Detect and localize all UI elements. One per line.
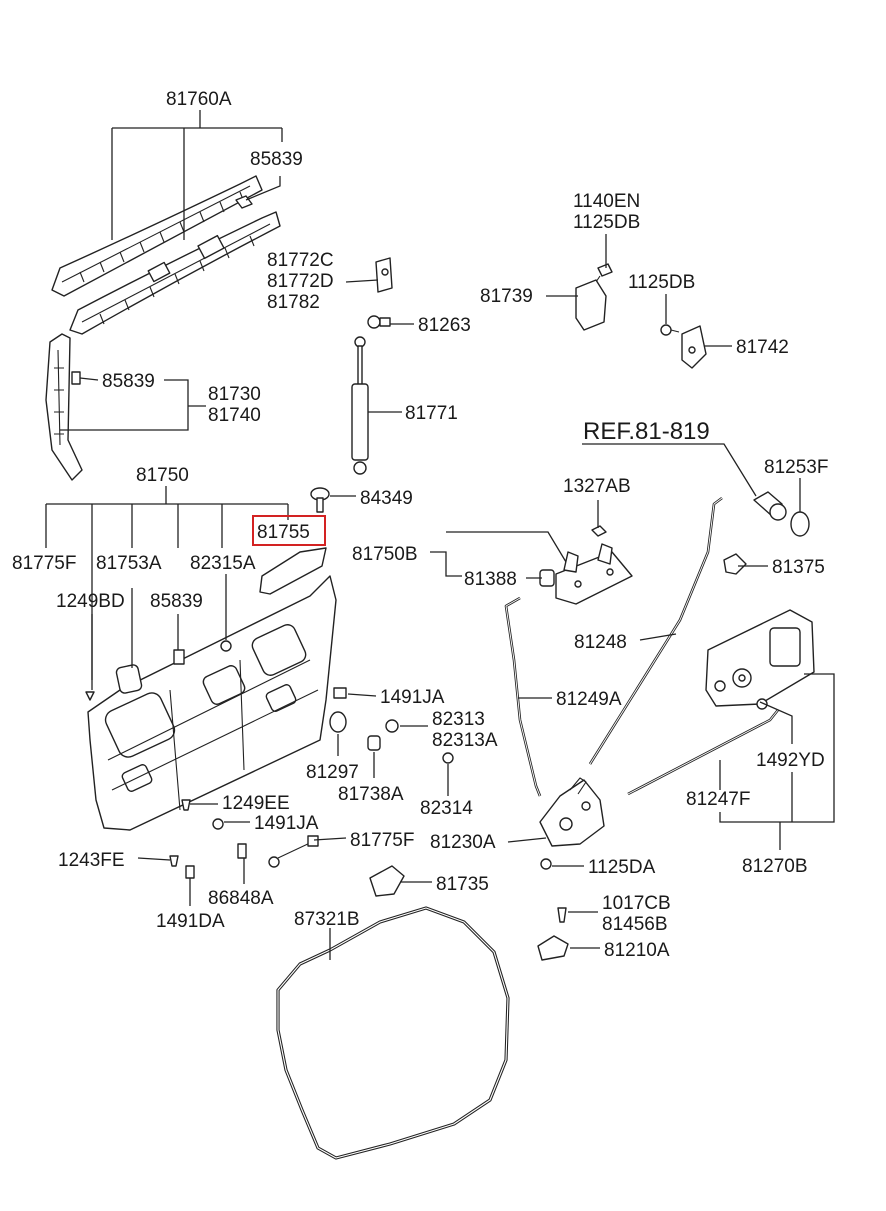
hinge-bracket-81772c xyxy=(375,257,393,293)
label-81738a: 81738A xyxy=(338,784,404,805)
hinge-plate-81739 xyxy=(575,279,607,331)
clip-81738a xyxy=(367,735,381,751)
label-1491ja-b: 1491JA xyxy=(254,813,319,834)
screw-82315a xyxy=(220,640,232,652)
leader-lines xyxy=(45,110,835,960)
label-81772c: 81772C xyxy=(267,250,334,271)
label-85839-mid: 85839 xyxy=(102,371,155,392)
screw-1249bd xyxy=(85,691,95,701)
label-1249ee: 1249EE xyxy=(222,793,290,814)
clip-86848a xyxy=(237,843,247,859)
label-81775f-b: 81775F xyxy=(350,830,414,851)
label-1125db-b: 1125DB xyxy=(628,272,695,293)
label-81753a: 81753A xyxy=(96,553,162,574)
label-1327ab: 1327AB xyxy=(563,476,631,497)
clip-85839-low xyxy=(173,649,185,665)
label-81249a: 81249A xyxy=(556,689,622,710)
knob-84349 xyxy=(310,487,330,513)
label-81253f: 81253F xyxy=(764,457,828,478)
label-85839-low: 85839 xyxy=(150,591,203,612)
screw-82313 xyxy=(385,719,399,733)
label-87321b: 87321B xyxy=(294,909,360,930)
upper-trim-strip-81760a xyxy=(51,175,281,335)
trim-panel-81750 xyxy=(87,575,337,831)
label-1249bd: 1249BD xyxy=(56,591,125,612)
label-81735: 81735 xyxy=(436,874,489,895)
ball-stud-81263 xyxy=(367,315,391,329)
label-81730: 81730 xyxy=(208,384,261,405)
label-81742: 81742 xyxy=(736,337,789,358)
bolt-1140en xyxy=(595,263,613,283)
label-81740: 81740 xyxy=(208,405,261,426)
bolt-1125da xyxy=(540,858,552,870)
bolt-1491ja-a xyxy=(333,687,347,699)
label-81456b: 81456B xyxy=(602,914,668,935)
label-81270b: 81270B xyxy=(742,856,808,877)
screw-1243fe xyxy=(169,855,179,867)
label-84349: 84349 xyxy=(360,488,413,509)
striker-81210a xyxy=(537,935,569,961)
label-1243fe: 1243FE xyxy=(58,850,125,871)
label-81739: 81739 xyxy=(480,286,533,307)
screw-1249ee xyxy=(181,799,191,811)
hinge-81742 xyxy=(681,325,707,369)
highlight-box-81755 xyxy=(252,515,326,546)
actuator-81270b xyxy=(705,609,815,710)
label-81771: 81771 xyxy=(405,403,458,424)
label-81297: 81297 xyxy=(306,762,359,783)
label-82313a: 82313A xyxy=(432,730,498,751)
clip-1491da xyxy=(185,865,195,879)
grommet-81297 xyxy=(329,711,347,733)
latch-bracket-81750b xyxy=(555,543,633,605)
label-81772d: 81772D xyxy=(267,271,334,292)
label-ref-81-819: REF.81-819 xyxy=(583,418,710,445)
label-81210a: 81210A xyxy=(604,940,670,961)
side-trim-81730 xyxy=(45,333,83,481)
label-82313: 82313 xyxy=(432,709,485,730)
bolt-1327ab xyxy=(591,525,607,537)
label-1125da: 1125DA xyxy=(588,857,656,878)
rod-81248 xyxy=(588,496,723,765)
label-1125db-a: 1125DB xyxy=(573,212,640,233)
label-1491da: 1491DA xyxy=(156,911,225,932)
cylinder-81253f xyxy=(753,491,810,537)
cover-81755 xyxy=(259,547,327,595)
label-81775f-a: 81775F xyxy=(12,553,76,574)
label-81750b: 81750B xyxy=(352,544,418,565)
clip-81388 xyxy=(539,569,555,587)
label-1492yd: 1492YD xyxy=(756,750,825,771)
plug-82314 xyxy=(442,752,454,764)
clip-81753a xyxy=(115,664,143,694)
weatherstrip-87321b xyxy=(276,906,510,1160)
label-81388: 81388 xyxy=(464,569,517,590)
label-1017cb: 1017CB xyxy=(602,893,671,914)
strap-81775f xyxy=(268,835,319,868)
label-81755: 81755 xyxy=(257,522,310,543)
latch-81230a xyxy=(539,777,605,847)
label-1140en: 1140EN xyxy=(573,191,640,212)
label-81248: 81248 xyxy=(574,632,627,653)
label-85839-top: 85839 xyxy=(250,149,303,170)
label-86848a: 86848A xyxy=(208,888,274,909)
label-81760a: 81760A xyxy=(166,89,232,110)
rod-81247f xyxy=(627,709,780,796)
label-81782: 81782 xyxy=(267,292,320,313)
label-82314: 82314 xyxy=(420,798,473,819)
label-81750: 81750 xyxy=(136,465,189,486)
label-81375: 81375 xyxy=(772,557,825,578)
label-81247f: 81247F xyxy=(686,789,750,810)
label-82315a: 82315A xyxy=(190,553,256,574)
part-labels: 81760A 85839 81772C 81772D 81782 81263 8… xyxy=(12,89,828,961)
clip-1491ja-b xyxy=(212,818,224,830)
clip-81375 xyxy=(723,553,747,575)
gas-lifter-81771 xyxy=(351,336,369,475)
label-1491ja-a: 1491JA xyxy=(380,687,445,708)
bolt-1017cb xyxy=(557,907,567,923)
label-81230a: 81230A xyxy=(430,832,496,853)
bracket-81735 xyxy=(369,865,405,897)
bolt-1125db xyxy=(660,324,680,336)
label-81263: 81263 xyxy=(418,315,471,336)
rod-81249a xyxy=(504,596,542,797)
